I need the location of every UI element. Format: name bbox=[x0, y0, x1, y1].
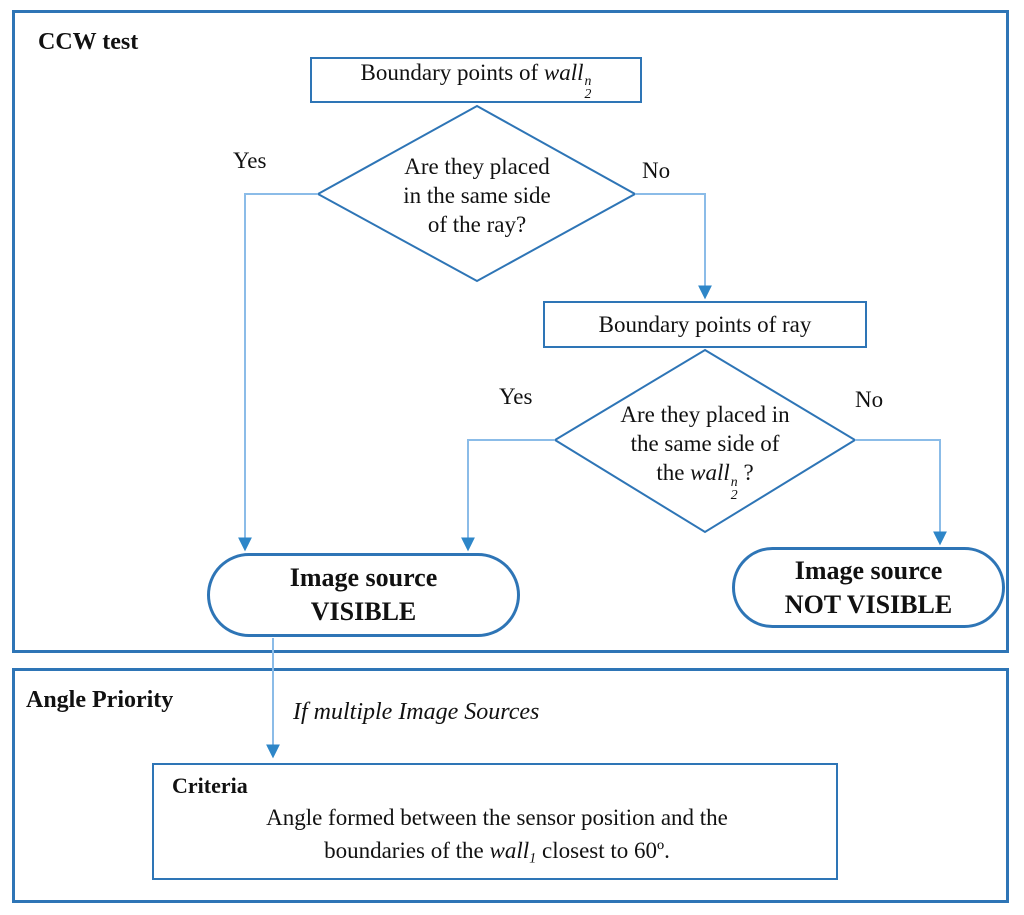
decision1-line2: in the same side bbox=[403, 183, 551, 208]
ccw-test-title: CCW test bbox=[38, 29, 139, 55]
decision2-line1: Are they placed in bbox=[620, 402, 790, 427]
criteria-title: Criteria bbox=[172, 773, 248, 798]
math-wall-sub: 2 bbox=[584, 86, 592, 102]
criteria-line2-prefix: boundaries of the bbox=[324, 838, 490, 863]
decision1-question: Are they placed in the same side of the … bbox=[337, 152, 617, 239]
decision2-line3-prefix: the bbox=[656, 460, 691, 485]
if-multiple-image-sources-label: If multiple Image Sources bbox=[293, 699, 540, 725]
decision-diamond-ray bbox=[315, 104, 638, 283]
not-visible-line2: NOT VISIBLE bbox=[784, 589, 953, 619]
angle-priority-section-frame bbox=[12, 668, 1009, 903]
box-boundary-points-ray: Boundary points of ray bbox=[543, 301, 867, 348]
decision2-line3-suffix: ? bbox=[737, 460, 754, 485]
ccw-test-section-frame bbox=[12, 10, 1009, 653]
criteria-line1: Angle formed between the sensor position… bbox=[266, 805, 728, 830]
math-wall2-sup: n bbox=[730, 473, 738, 489]
math-wall1-sub: 1 bbox=[529, 850, 537, 867]
math-wall2-sub: 2 bbox=[730, 486, 738, 502]
criteria-box: Criteria Angle formed between the sensor… bbox=[152, 763, 838, 880]
decision2-line2: the same side of bbox=[630, 431, 780, 456]
visible-line2: VISIBLE bbox=[310, 597, 417, 626]
decision1-no-label: No bbox=[642, 158, 671, 183]
decision1-line1: Are they placed bbox=[404, 154, 550, 179]
decision1-line3: of the ray? bbox=[427, 212, 527, 237]
math-wall-sup: n bbox=[584, 73, 592, 89]
visible-line1: Image source bbox=[289, 563, 438, 592]
math-wall1-base: wall bbox=[489, 838, 530, 863]
decision1-yes-label: Yes bbox=[233, 148, 267, 173]
decision2-question: Are they placed in the same side of the … bbox=[567, 400, 843, 501]
math-wall-base: wall bbox=[543, 59, 584, 85]
decision2-no-label: No bbox=[855, 387, 884, 412]
decision2-yes-label: Yes bbox=[499, 384, 533, 409]
criteria-line2-suffix: closest to 60º. bbox=[536, 838, 670, 863]
criteria-line2: boundaries of the wall1 closest to 60º. bbox=[172, 834, 822, 876]
decision-diamond-wall bbox=[553, 348, 857, 534]
math-wall2-base: wall bbox=[690, 460, 730, 485]
start-box-text: Boundary points of bbox=[360, 59, 544, 85]
ray-box-label: Boundary points of ray bbox=[598, 311, 812, 337]
angle-priority-title: Angle Priority bbox=[26, 687, 174, 713]
terminal-image-source-not-visible: Image source NOT VISIBLE bbox=[732, 547, 1005, 628]
criteria-body: Angle formed between the sensor position… bbox=[172, 801, 822, 876]
not-visible-line1: Image source bbox=[794, 555, 943, 585]
terminal-image-source-visible: Image source VISIBLE bbox=[207, 553, 520, 637]
